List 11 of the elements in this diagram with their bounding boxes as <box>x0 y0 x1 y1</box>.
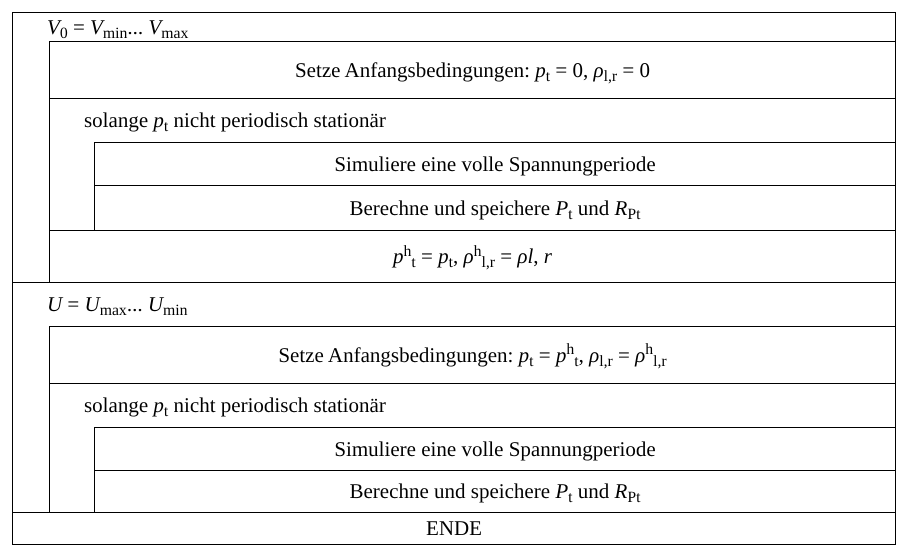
process-box: p$^{h}$$_{t}$ = p$_{t}$, ρ$^{h}$$_{l,r}$ = ρl, r <box>49 230 895 282</box>
process-box: Setze Anfangsbedingungen: p$_{t}$ = 0, ρ$_{l,r}$ = 0 <box>49 41 895 98</box>
process-box: ENDE <box>13 512 895 544</box>
loop-condition: U = U$_{max}$... U$_{min}$ <box>47 291 188 318</box>
loop-condition: V$_{0}$ = V$_{min}$... V$_{max}$ <box>47 14 188 40</box>
process-box: Simuliere eine volle Spannungperiode <box>94 427 895 470</box>
process-box: Simuliere eine volle Spannungperiode <box>94 142 895 185</box>
process-box: Berechne und speichere P$_{t}$ und R$_{Pt}$ <box>94 470 895 512</box>
loop-condition: solange p$_{t}$ nicht periodisch stationär <box>84 392 386 419</box>
process-box: Berechne und speichere P$_{t}$ und R$_{Pt}$ <box>94 185 895 230</box>
loop-condition: solange p$_{t}$ nicht periodisch stationär <box>84 107 386 134</box>
